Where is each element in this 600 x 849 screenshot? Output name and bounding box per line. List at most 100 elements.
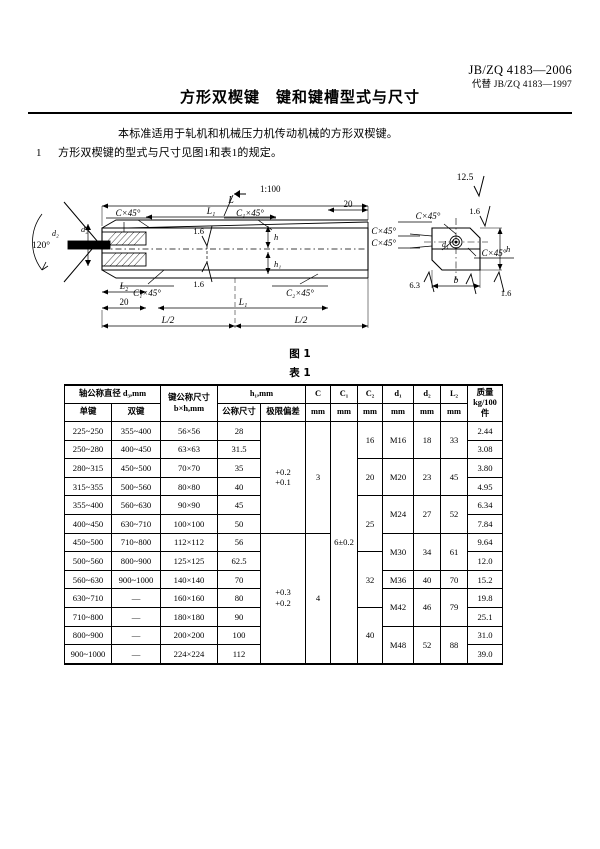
cell-d1: M42 [382, 588, 414, 627]
cell-d2: 46 [413, 588, 441, 627]
cell-single-key: 280~315 [64, 458, 112, 478]
cell-C2: 40 [357, 606, 383, 665]
cell-double-key: 400~450 [111, 439, 161, 460]
label-chamfer-C-section-l1: C×45° [371, 226, 396, 236]
table-header-row-2: 单键 双键 公称尺寸 极限偏差 mm mm mm mm mm mm [64, 403, 503, 422]
cell-key-nominal: 160×160 [160, 588, 218, 608]
cell-key-nominal: 63×63 [160, 439, 218, 460]
cell-key-nominal: 70×70 [160, 458, 218, 478]
cell-h1-tolerance: +0.2+0.1 [260, 421, 306, 534]
cell-single-key: 900~1000 [64, 644, 112, 665]
label-chamfer-C-section-right: C×45° [482, 248, 507, 258]
header-double-key: 双键 [111, 403, 161, 422]
cell-double-key: 630~710 [111, 513, 161, 534]
label-chamfer-C1-bottom: C₁×45° [133, 288, 161, 298]
cell-d2: 52 [413, 625, 441, 665]
header-shaft-diameter-group: 轴公称直径 d₃,mm [64, 384, 161, 404]
cell-key-nominal: 100×100 [160, 513, 218, 534]
label-angle-120: 120° [32, 240, 50, 251]
cell-h1-tolerance: +0.3+0.2 [260, 532, 306, 665]
clause-1-paragraph: 1 方形双楔键的型式与尺寸见图1和表1的规定。 [36, 145, 282, 162]
label-dim-L1-bottom: L₁ [238, 298, 248, 308]
dim-20-top [328, 207, 368, 213]
scope-paragraph: 本标准适用于轧机和机械压力机传动机械的方形双楔键。 [118, 128, 398, 140]
cell-d1: M16 [382, 420, 414, 460]
label-chamfer-C2-bottom: C₂×45° [286, 288, 314, 298]
cell-mass: 25.1 [467, 606, 503, 627]
cell-h1-nominal: 112 [217, 644, 261, 665]
cell-key-nominal: 180×180 [160, 606, 218, 627]
cell-double-key: 710~800 [111, 532, 161, 553]
cell-C2: 32 [357, 551, 383, 608]
header-h1-nominal: 公称尺寸 [217, 403, 261, 422]
header-d1: d₁ [382, 384, 414, 404]
standard-number: JB/ZQ 4183—2006 [468, 63, 572, 77]
cell-single-key: 710~800 [64, 606, 112, 627]
label-dim-L-half-right: L/2 [294, 316, 308, 326]
table-head: 轴公称直径 d₃,mm 键公称尺寸 b×h,mm h₁,mm C C₁ C₂ d… [64, 384, 503, 422]
dim-L2 [102, 289, 146, 295]
cell-L2: 33 [440, 420, 468, 460]
cell-key-nominal: 80×80 [160, 476, 218, 497]
cell-single-key: 800~900 [64, 625, 112, 646]
surface-finish-top-symbol [473, 175, 485, 198]
cell-mass: 4.95 [467, 476, 503, 497]
cell-key-nominal: 112×112 [160, 532, 218, 553]
dim-L-half [101, 278, 369, 329]
header-L2: L₂ [440, 384, 468, 404]
dim-20-bottom [102, 305, 146, 311]
cell-mass: 9.64 [467, 532, 503, 553]
label-dim-h-section: h [506, 244, 510, 254]
cell-d1: M24 [382, 495, 414, 534]
clause-number: 1 [36, 147, 42, 159]
cell-mass: 19.8 [467, 588, 503, 608]
cell-C: 4 [305, 532, 331, 665]
specification-table-wrap: 轴公称直径 d₃,mm 键公称尺寸 b×h,mm h₁,mm C C₁ C₂ d… [64, 384, 503, 665]
cell-double-key: 500~560 [111, 476, 161, 497]
cell-single-key: 315~355 [64, 476, 112, 497]
label-chamfer-C-section-l2: C×45° [371, 238, 396, 248]
header-unit-d2: mm [413, 403, 441, 422]
cell-h1-nominal: 31.5 [217, 439, 261, 460]
clause-text: 方形双楔键的型式与尺寸见图1和表1的规定。 [58, 147, 283, 159]
cell-d2: 40 [413, 569, 441, 590]
cell-mass: 15.2 [467, 569, 503, 590]
cell-h1-nominal: 90 [217, 606, 261, 627]
cell-h1-nominal: 56 [217, 532, 261, 553]
cell-key-nominal: 90×90 [160, 495, 218, 515]
cell-L2: 61 [440, 532, 468, 571]
cell-d1: M36 [382, 569, 414, 590]
cell-single-key: 450~500 [64, 532, 112, 553]
key-body-outline [101, 219, 369, 279]
header-h1-group: h₁,mm [217, 384, 306, 404]
label-surface-12.5: 12.5 [457, 173, 474, 183]
cell-single-key: 225~250 [64, 421, 112, 441]
cell-double-key: — [111, 606, 161, 627]
label-roughness-1.6-section: 1.6 [469, 206, 480, 216]
cell-L2: 45 [440, 458, 468, 497]
label-roughness-1.6-lower: 1.6 [193, 279, 204, 289]
cell-L2: 79 [440, 588, 468, 627]
cell-d2: 27 [413, 495, 441, 534]
engineering-drawing: 12.5 1:100 120° L L₁ 20 L₂ 20 L₁ L/2 L/2… [28, 170, 572, 340]
cell-mass: 7.84 [467, 513, 503, 534]
cell-d1: M20 [382, 458, 414, 497]
label-dim-d2-left: d₂ [81, 224, 88, 234]
cell-double-key: — [111, 588, 161, 608]
header-unit-L2: mm [440, 403, 468, 422]
label-roughness-1.6-section-b: 1.6 [501, 288, 512, 298]
label-dim-20-top: 20 [344, 199, 354, 209]
header-h1-tolerance: 极限偏差 [260, 403, 306, 422]
cell-d2: 34 [413, 532, 441, 571]
label-dim-d2-cone: d₂ [52, 229, 59, 238]
header-mass: 质量 kg/100 件 [467, 384, 503, 422]
